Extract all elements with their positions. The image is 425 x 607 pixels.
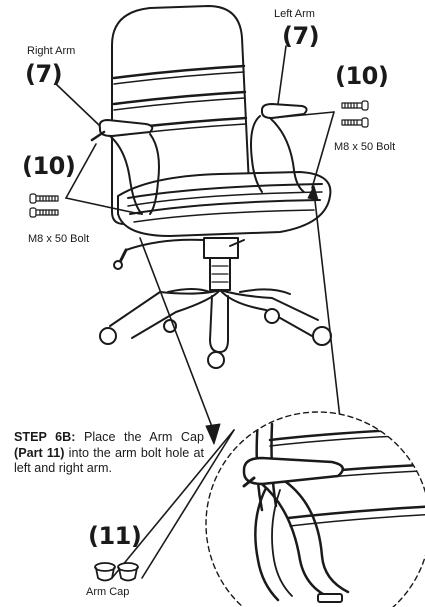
bolt-icon bbox=[29, 193, 59, 204]
arm-cap-part-number: (11) bbox=[88, 522, 142, 550]
step-instruction: STEP 6B: Place the Arm Cap (Part 11) int… bbox=[14, 430, 204, 477]
step-heading: STEP 6B: bbox=[14, 430, 76, 444]
bolt-left-part-number: (10) bbox=[22, 152, 76, 180]
bolt-icon bbox=[341, 100, 369, 111]
arrowhead bbox=[205, 423, 221, 445]
arm-cap-label: Arm Cap bbox=[86, 586, 130, 598]
step-part-ref: (Part 11) bbox=[14, 445, 65, 460]
right-arm-part-number: (7) bbox=[25, 60, 63, 88]
right-arm-part bbox=[90, 119, 160, 215]
arm-cap-icon bbox=[94, 562, 116, 582]
right-arm-label: Right Arm bbox=[27, 45, 76, 57]
bolt-icon bbox=[29, 207, 59, 218]
arm-cap-icon bbox=[117, 562, 139, 582]
chair-backrest bbox=[111, 5, 252, 225]
left-arm-part bbox=[250, 103, 308, 193]
left-arm-part-number: (7) bbox=[282, 22, 320, 50]
bolt-right-part-number: (10) bbox=[335, 62, 389, 90]
bolt-left-spec: M8 x 50 Bolt bbox=[28, 233, 90, 245]
step-text-1: Place the Arm Cap bbox=[75, 430, 204, 444]
chair-seat bbox=[117, 171, 332, 237]
detail-magnifier-circle bbox=[205, 411, 425, 607]
bolt-right-spec: M8 x 50 Bolt bbox=[334, 141, 396, 153]
bolt-icon bbox=[341, 117, 369, 128]
arrowhead bbox=[307, 185, 319, 201]
chair-base-assembly bbox=[99, 237, 332, 369]
left-arm-label: Left Arm bbox=[274, 8, 315, 20]
leader-lines bbox=[55, 45, 341, 579]
step-text-2: into the arm bolt hole at left and right… bbox=[14, 445, 204, 476]
